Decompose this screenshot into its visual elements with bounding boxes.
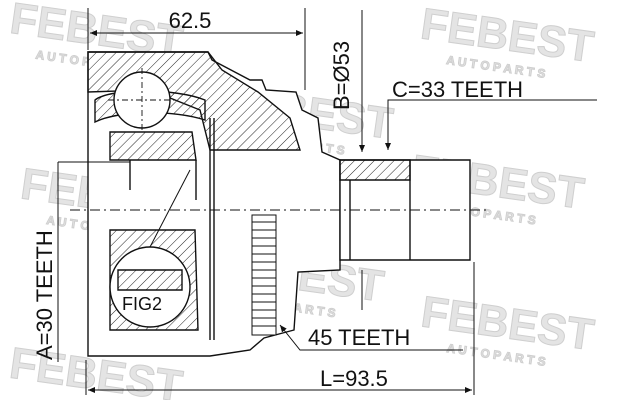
dimension-lines xyxy=(57,8,597,395)
dim-length-total: L=93.5 xyxy=(320,366,388,391)
stub-shaft-spline-section xyxy=(339,159,411,181)
dim-length-top: 62.5 xyxy=(169,8,212,33)
dim-teeth-c: C=33 TEETH xyxy=(392,77,523,102)
inner-race-section xyxy=(109,131,197,161)
fig2-label: FIG2 xyxy=(122,294,162,314)
cv-joint-part xyxy=(70,51,490,357)
abs-ring xyxy=(251,214,277,336)
dim-teeth-abs: 45 TEETH xyxy=(308,325,410,350)
dim-diameter-b: B=Ø53 xyxy=(329,41,354,110)
dim-teeth-a: A=30 TEETH xyxy=(32,230,57,360)
